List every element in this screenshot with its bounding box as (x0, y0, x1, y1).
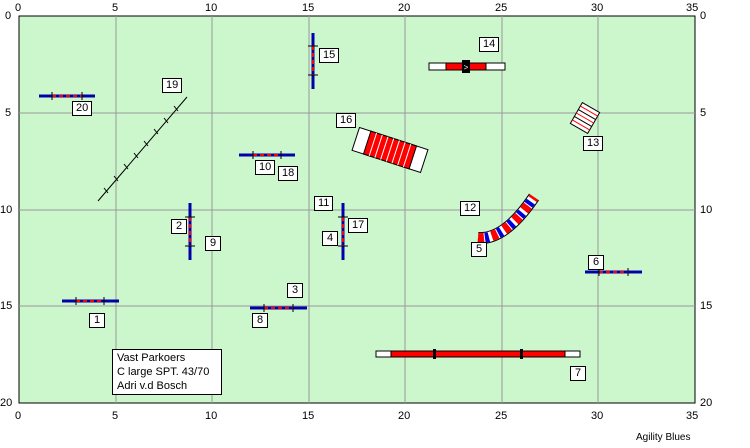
x-tick-top-30: 30 (591, 2, 604, 14)
x-tick-top-10: 10 (205, 2, 218, 14)
x-tick-top-15: 15 (302, 2, 315, 14)
chute-tunnel-16 (351, 126, 429, 174)
x-tick-bottom-10: 10 (205, 410, 218, 422)
y-tick-right-5: 5 (700, 107, 707, 119)
x-tick-top-0: 0 (15, 2, 22, 14)
course-class: C large SPT. 43/70 (117, 366, 210, 378)
y-tick-left-20: 20 (0, 397, 13, 409)
obstacle-13 (569, 101, 601, 135)
x-tick-top-5: 5 (112, 2, 119, 14)
curved-tunnel-12 (477, 193, 539, 245)
obstacle-label-16: 16 (336, 113, 357, 128)
obstacle-label-7: 7 (570, 366, 586, 381)
obstacle-label-5: 5 (471, 242, 487, 257)
obstacle-label-1: 1 (89, 313, 105, 328)
obstacle-label-17: 17 (348, 218, 369, 233)
weave-poles-19 (97, 96, 188, 202)
hurdle-1 (62, 297, 119, 305)
x-tick-top-25: 25 (495, 2, 508, 14)
x-tick-bottom-5: 5 (112, 410, 119, 422)
y-tick-right-15: 15 (700, 300, 713, 312)
x-tick-bottom-0: 0 (15, 410, 22, 422)
software-credit: Agility Blues (636, 432, 691, 443)
x-tick-bottom-15: 15 (302, 410, 315, 422)
obstacle-label-6: 6 (588, 255, 604, 270)
x-tick-bottom-35: 35 (686, 410, 699, 422)
hurdle-8 (250, 304, 307, 312)
svg-text:>: > (464, 63, 469, 72)
obstacle-label-14: 14 (479, 37, 500, 52)
x-tick-top-20: 20 (398, 2, 411, 14)
hurdle-17 (338, 203, 348, 260)
dog-walk-7 (375, 349, 581, 359)
hurdle-2 (185, 203, 195, 260)
x-tick-top-35: 35 (686, 2, 699, 14)
obstacle-label-18: 18 (278, 166, 299, 181)
obstacle-label-10: 10 (255, 160, 276, 175)
hurdle-20 (39, 92, 95, 100)
obstacle-label-9: 9 (205, 236, 221, 251)
x-tick-bottom-20: 20 (398, 410, 411, 422)
y-tick-left-10: 10 (0, 204, 13, 216)
obstacle-label-2: 2 (171, 219, 187, 234)
y-tick-right-10: 10 (700, 204, 713, 216)
x-tick-bottom-30: 30 (591, 410, 604, 422)
course-judge: Adri v.d Bosch (117, 380, 188, 392)
y-tick-right-20: 20 (700, 397, 713, 409)
x-tick-bottom-25: 25 (495, 410, 508, 422)
course-name: Vast Parkoers (117, 352, 186, 364)
obstacle-label-3: 3 (287, 283, 303, 298)
y-tick-right-0: 0 (700, 10, 707, 22)
tyre-14: > (428, 60, 506, 73)
course-info-box: Vast Parkoers C large SPT. 43/70 Adri v.… (112, 349, 222, 395)
obstacle-label-15: 15 (319, 48, 340, 63)
y-tick-left-15: 15 (0, 300, 13, 312)
obstacle-label-19: 19 (162, 78, 183, 93)
obstacle-label-12: 12 (460, 201, 481, 216)
y-tick-left-0: 0 (5, 10, 12, 22)
y-tick-left-5: 5 (5, 107, 12, 119)
obstacle-label-8: 8 (252, 313, 268, 328)
hurdle-15 (308, 33, 318, 89)
obstacle-label-13: 13 (583, 136, 604, 151)
obstacle-label-11: 11 (314, 196, 334, 211)
obstacle-label-4: 4 (322, 231, 338, 246)
obstacle-label-20: 20 (72, 101, 93, 116)
hurdle-10 (239, 151, 295, 159)
